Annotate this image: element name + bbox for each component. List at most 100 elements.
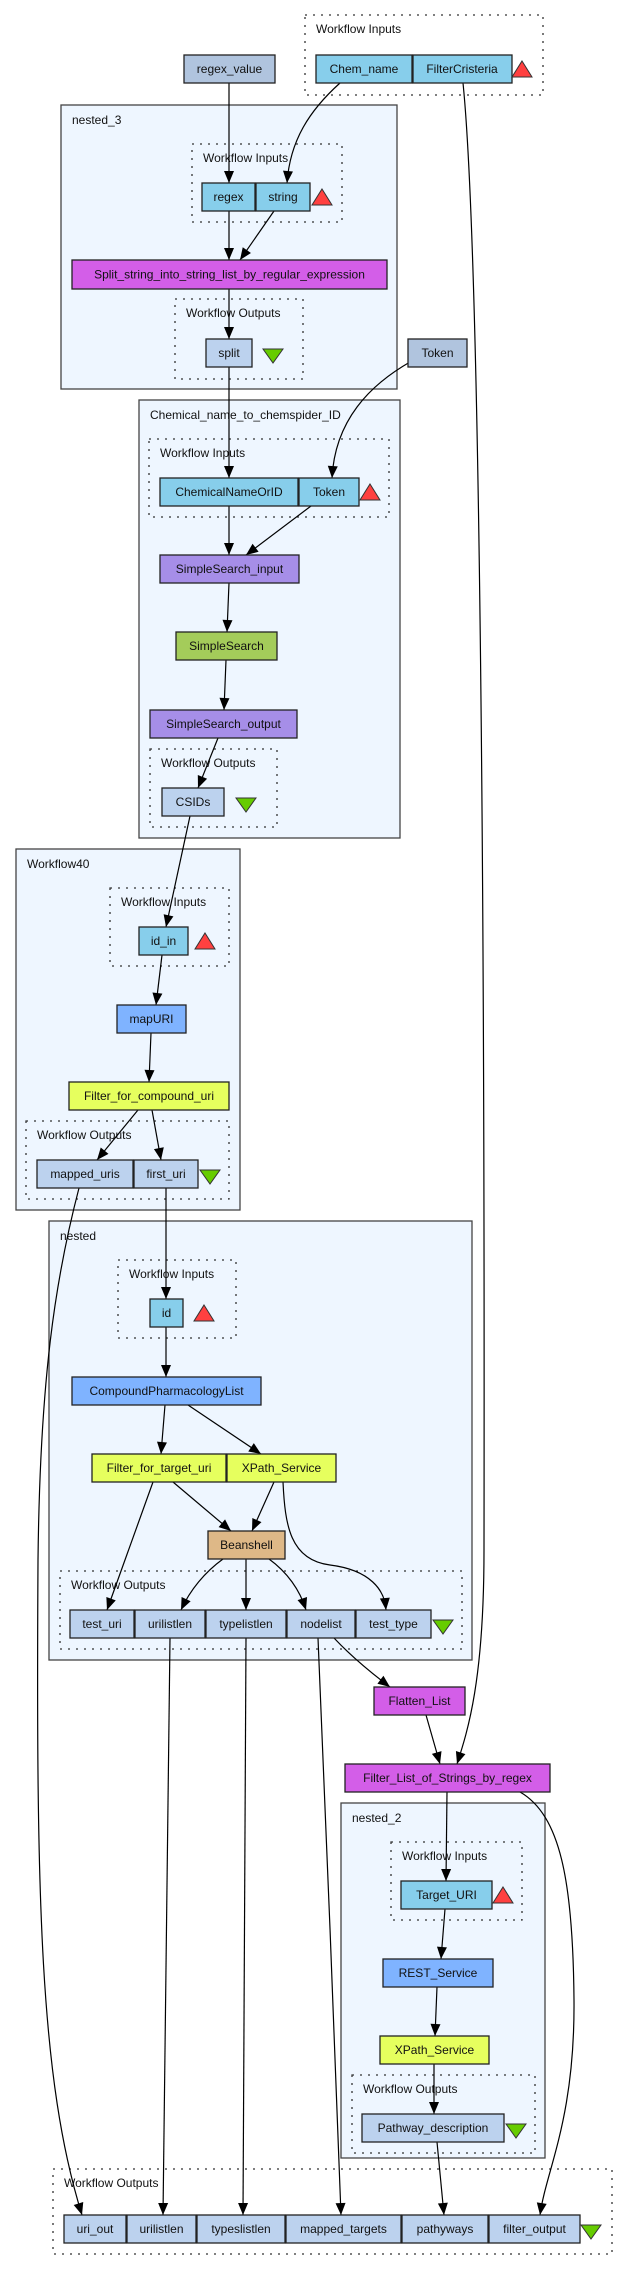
cluster-nested-title: nested xyxy=(60,1229,96,1243)
processor-rest-service[interactable]: REST_Service xyxy=(382,1958,494,1988)
inputs-triangle-icon xyxy=(511,60,533,78)
workflow40-output-mapped-uris[interactable]: mapped_uris xyxy=(36,1159,134,1189)
arrowhead-icon xyxy=(161,1365,171,1377)
cluster-chemspider-title: Chemical_name_to_chemspider_ID xyxy=(150,408,341,422)
edge-filter-target-to-beanshell xyxy=(172,1481,232,1532)
nested-outputs-group xyxy=(59,1570,463,1650)
svg-text:urilistlen: urilistlen xyxy=(148,1617,192,1631)
arrowhead-icon xyxy=(297,1597,308,1610)
processor-flatten-list[interactable]: Flatten_List xyxy=(373,1686,466,1716)
workflow40-outputs-group xyxy=(25,1120,230,1200)
processor-xpath-service-2[interactable]: XPath_Service xyxy=(379,2035,490,2065)
arrowhead-icon xyxy=(97,1147,109,1160)
output-port-mapped-targets[interactable]: mapped_targets xyxy=(285,2214,402,2244)
input-port-filtercristeria[interactable]: FilterCristeria xyxy=(412,54,513,84)
constant-regex-value[interactable]: regex_value xyxy=(183,54,276,84)
arrowhead-icon xyxy=(152,992,163,1005)
svg-text:Token: Token xyxy=(313,485,345,499)
output-port-urilistlen[interactable]: urilistlen xyxy=(126,2214,197,2244)
arrowhead-icon xyxy=(252,1518,262,1531)
nested-input-id[interactable]: id xyxy=(149,1298,184,1328)
svg-text:id_in: id_in xyxy=(151,934,176,948)
svg-text:Token: Token xyxy=(421,346,453,360)
nested-output-test-uri[interactable]: test_uri xyxy=(69,1609,135,1639)
processor-simplesearch[interactable]: SimpleSearch xyxy=(175,631,278,661)
arrowhead-icon xyxy=(144,1069,155,1082)
nested-inputs-label: Workflow Inputs xyxy=(129,1267,214,1281)
output-port-pathyways[interactable]: pathyways xyxy=(401,2214,489,2244)
cluster-nested xyxy=(48,1220,473,1661)
nested-output-test-type[interactable]: test_type xyxy=(355,1609,432,1639)
inputs-triangle-icon xyxy=(194,932,216,950)
svg-text:CSIDs: CSIDs xyxy=(176,795,211,809)
output-port-typeslistlen[interactable]: typeslistlen xyxy=(196,2214,286,2244)
edge-filter-list-to-target-uri xyxy=(445,1791,448,1882)
processor-split-string[interactable]: Split_string_into_string_list_by_regular… xyxy=(71,259,388,290)
nested-3-output-split[interactable]: split xyxy=(205,338,253,368)
processor-xpath-service[interactable]: XPath_Service xyxy=(226,1453,337,1483)
processor-filter-for-compound-uri[interactable]: Filter_for_compound_uri xyxy=(68,1081,230,1111)
svg-text:pathyways: pathyways xyxy=(417,2222,474,2236)
svg-text:CompoundPharmacologyList: CompoundPharmacologyList xyxy=(89,1384,244,1398)
input-port-chem-name[interactable]: Chem_name xyxy=(315,54,413,84)
chemspider-output-csids[interactable]: CSIDs xyxy=(161,787,225,817)
workflow40-input-id-in[interactable]: id_in xyxy=(138,926,189,956)
svg-text:first_uri: first_uri xyxy=(146,1167,185,1181)
nested-2-output-pathway-description[interactable]: Pathway_description xyxy=(361,2113,505,2143)
processor-beanshell[interactable]: Beanshell xyxy=(207,1530,286,1560)
chemspider-input-token[interactable]: Token xyxy=(298,477,360,507)
arrowhead-icon xyxy=(377,1675,390,1687)
svg-text:Split_string_into_string_list_: Split_string_into_string_list_by_regular… xyxy=(94,268,365,282)
arrowhead-icon xyxy=(436,1946,447,1959)
processor-compoundpharmacologylist[interactable]: CompoundPharmacologyList xyxy=(71,1376,262,1406)
output-port-filter-output[interactable]: filter_output xyxy=(488,2214,581,2244)
svg-text:test_type: test_type xyxy=(369,1617,418,1631)
processor-filter-for-target-uri[interactable]: Filter_for_target_uri xyxy=(91,1453,227,1483)
nested-3-input-string[interactable]: string xyxy=(255,182,311,212)
edge-mapped-uris-to-uri-out xyxy=(36,1187,83,2216)
svg-text:SimpleSearch_output: SimpleSearch_output xyxy=(166,717,281,731)
arrowhead-icon xyxy=(224,543,234,555)
nested-output-typelistlen[interactable]: typelistlen xyxy=(205,1609,287,1639)
processor-simplesearch-output[interactable]: SimpleSearch_output xyxy=(149,709,298,739)
edge-chem-name-to-string xyxy=(286,82,341,184)
nested-2-input-target-uri[interactable]: Target_URI xyxy=(400,1880,493,1910)
outputs-triangle-icon xyxy=(235,797,257,813)
constant-token[interactable]: Token xyxy=(407,338,468,368)
inputs-triangle-icon xyxy=(311,188,333,206)
arrowhead-icon xyxy=(241,1598,251,1610)
svg-text:Filter_List_of_Strings_by_rege: Filter_List_of_Strings_by_regex xyxy=(363,1771,532,1785)
svg-text:Flatten_List: Flatten_List xyxy=(388,1694,451,1708)
svg-text:Pathway_description: Pathway_description xyxy=(378,2121,489,2135)
edge-typelistlen-to-typeslistlen xyxy=(242,1637,247,2216)
processor-mapuri[interactable]: mapURI xyxy=(116,1004,187,1034)
svg-text:split: split xyxy=(218,346,240,360)
workflow40-inputs-label: Workflow Inputs xyxy=(121,895,206,909)
workflow40-output-first-uri[interactable]: first_uri xyxy=(133,1159,199,1189)
cluster-chemspider xyxy=(138,399,401,839)
svg-text:typeslistlen: typeslistlen xyxy=(211,2222,270,2236)
outputs-triangle-icon xyxy=(199,1169,221,1185)
outputs-triangle-icon xyxy=(580,2224,602,2240)
chemspider-input-chemicalnameorid[interactable]: ChemicalNameOrID xyxy=(159,477,299,507)
svg-text:XPath_Service: XPath_Service xyxy=(242,1461,322,1475)
arrowhead-icon xyxy=(240,247,251,260)
nested-output-urilistlen[interactable]: urilistlen xyxy=(134,1609,206,1639)
inputs-triangle-icon xyxy=(359,483,381,501)
arrowhead-icon xyxy=(156,1441,167,1454)
top-workflow-inputs-label: Workflow Inputs xyxy=(316,22,401,36)
svg-text:typelistlen: typelistlen xyxy=(219,1617,272,1631)
workflow40-inputs-group xyxy=(109,887,230,967)
svg-text:filter_output: filter_output xyxy=(503,2222,566,2236)
inputs-triangle-icon xyxy=(492,1886,514,1904)
cluster-nested-3-title: nested_3 xyxy=(72,113,122,127)
chemspider-inputs-group xyxy=(148,438,390,518)
nested-3-input-regex[interactable]: regex xyxy=(201,182,256,212)
nested-output-nodelist[interactable]: nodelist xyxy=(286,1609,356,1639)
arrowhead-icon xyxy=(246,543,259,555)
output-port-uri-out[interactable]: uri_out xyxy=(63,2214,127,2244)
inputs-triangle-icon xyxy=(193,1304,215,1322)
processor-simplesearch-input[interactable]: SimpleSearch_input xyxy=(159,554,300,584)
outputs-triangle-icon xyxy=(262,348,284,364)
processor-filter-list-of-strings-by-regex[interactable]: Filter_List_of_Strings_by_regex xyxy=(344,1763,551,1793)
